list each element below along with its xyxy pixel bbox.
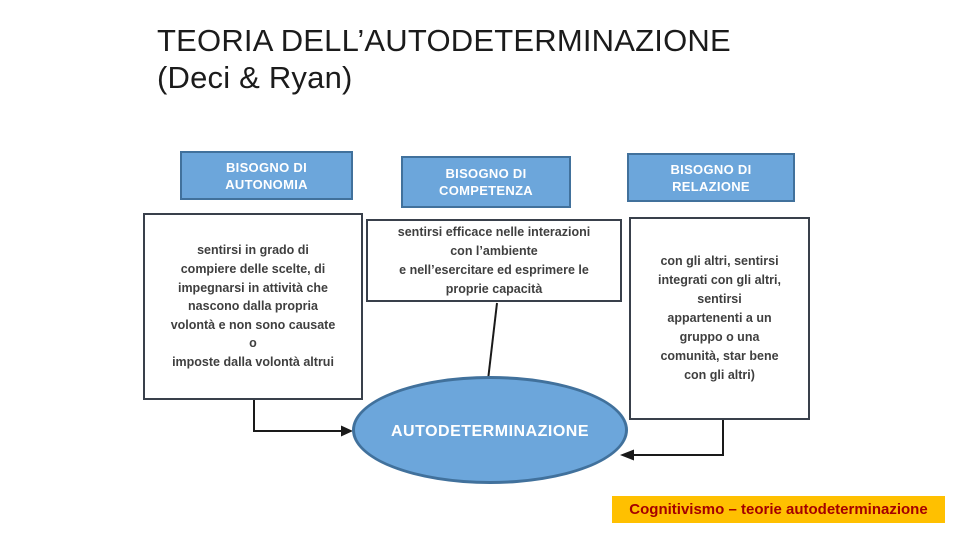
body-box-competenza: sentirsi efficace nelle interazioni con … <box>366 219 622 302</box>
header-box-relazione: BISOGNO DI RELAZIONE <box>627 153 795 202</box>
footer-tag: Cognitivismo – teorie autodeterminazione <box>612 496 945 523</box>
connector-right <box>634 420 724 456</box>
connector-left <box>253 400 342 432</box>
connector-middle <box>487 302 498 381</box>
page-title: TEORIA DELL’AUTODETERMINAZIONE (Deci & R… <box>157 23 731 95</box>
autodeterminazione-node: AUTODETERMINAZIONE <box>352 376 628 484</box>
header-box-autonomia: BISOGNO DI AUTONOMIA <box>180 151 353 200</box>
body-box-relazione: con gli altri, sentirsi integrati con gl… <box>629 217 810 420</box>
arrowhead-left-icon <box>620 449 634 461</box>
header-box-competenza: BISOGNO DI COMPETENZA <box>401 156 571 208</box>
body-box-autonomia: sentirsi in grado di compiere delle scel… <box>143 213 363 400</box>
